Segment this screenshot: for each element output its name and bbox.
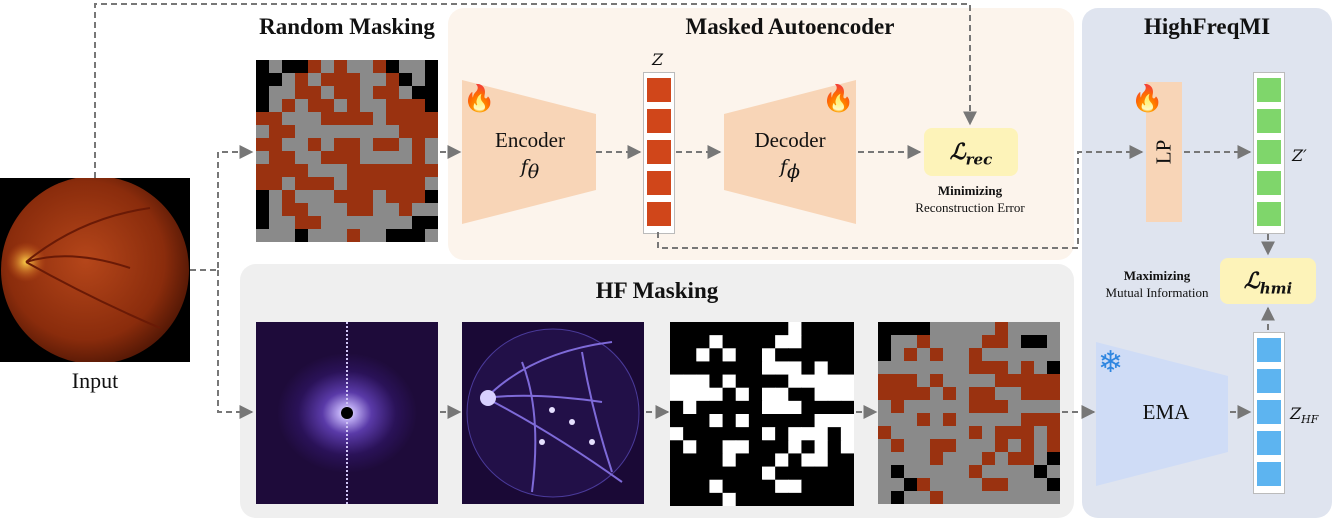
z-cell — [647, 202, 671, 226]
fourier-spectrum-image — [256, 322, 438, 504]
binary-mask-image — [670, 322, 854, 506]
random-masking-title: Random Masking — [259, 14, 435, 39]
z-prime-cell — [1257, 78, 1281, 102]
z-prime-cell — [1257, 202, 1281, 226]
z-prime-label: Z′ — [1292, 146, 1307, 165]
z-cell — [647, 140, 671, 164]
z-cell — [647, 109, 671, 133]
mutual-information-loss-box: ℒhmi — [1220, 258, 1316, 304]
masked-autoencoder-title: Masked Autoencoder — [685, 14, 895, 39]
decoder-label: Decoder — [754, 128, 826, 152]
z-latent-stack — [643, 72, 675, 234]
z-label: Z — [652, 50, 664, 69]
ema-label: EMA — [1142, 400, 1190, 424]
encoder-symbol: fθ — [520, 156, 540, 184]
z-hf-cell — [1257, 462, 1281, 486]
encoder-block — [462, 80, 596, 224]
hf-masked-image — [878, 322, 1060, 504]
flame-icon: 🔥 — [463, 84, 496, 113]
z-hf-label: ZHF — [1290, 404, 1319, 427]
ema-block — [1096, 342, 1228, 486]
z-prime-cell — [1257, 109, 1281, 133]
z-hf-cell — [1257, 400, 1281, 424]
lp-block: LP — [1146, 82, 1182, 222]
encoder-label: Encoder — [495, 128, 565, 152]
input-fundus-image — [0, 178, 190, 362]
decoder-block — [724, 80, 856, 224]
z-prime-stack — [1253, 72, 1285, 234]
high-frequency-image — [462, 322, 644, 504]
reconstruction-loss-box: ℒrec — [924, 128, 1018, 176]
snowflake-icon: ❄ — [1098, 346, 1124, 379]
flame-icon: 🔥 — [1131, 84, 1164, 113]
z-cell — [647, 171, 671, 195]
random-masked-image — [256, 60, 438, 242]
z-hf-cell — [1257, 431, 1281, 455]
hf-masking-title: HF Masking — [595, 278, 719, 303]
decoder-symbol: fϕ — [780, 156, 800, 184]
z-cell — [647, 78, 671, 102]
z-prime-cell — [1257, 140, 1281, 164]
z-prime-cell — [1257, 171, 1281, 195]
z-hf-cell — [1257, 369, 1281, 393]
highfreqmi-title: HighFreqMI — [1143, 14, 1271, 39]
flame-icon: 🔥 — [822, 84, 855, 113]
input-label: Input — [71, 368, 119, 393]
z-hf-stack — [1253, 332, 1285, 494]
z-hf-cell — [1257, 338, 1281, 362]
